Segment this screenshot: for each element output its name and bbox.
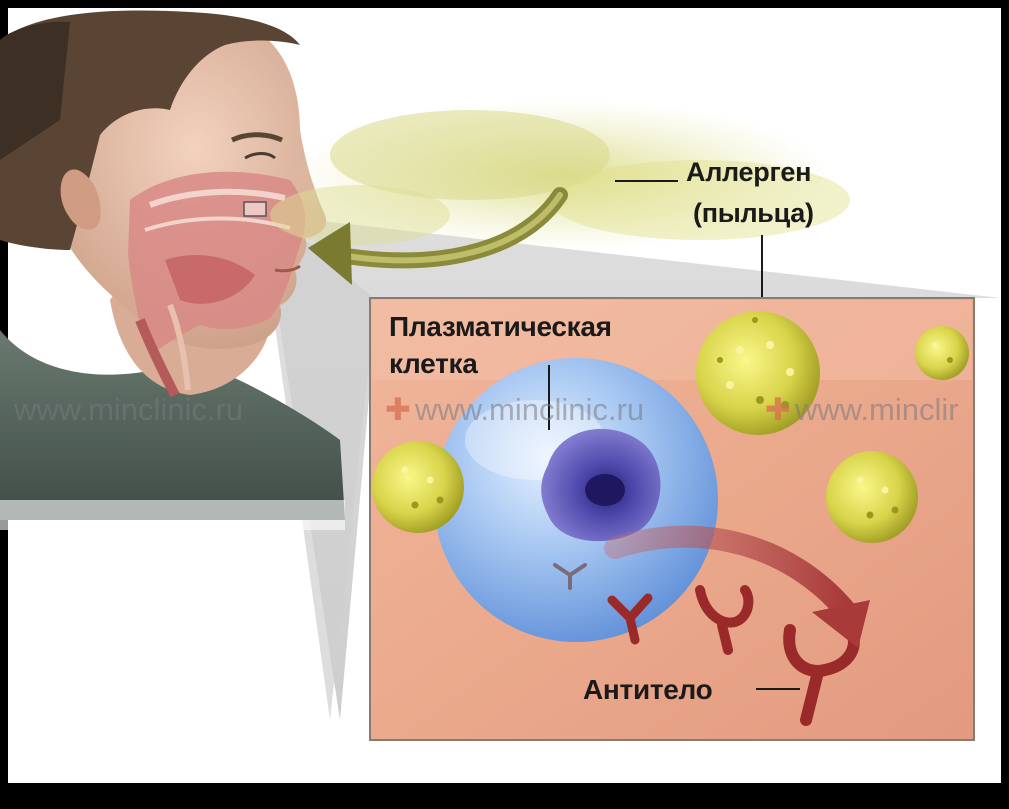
plasma-cell-label-line2: клетка <box>389 348 477 380</box>
zoom-box <box>244 202 266 216</box>
pollen-grain-icon <box>372 441 464 533</box>
watermark: ✚www.minclinic.ru <box>385 392 644 428</box>
allergen-label: Аллерген <box>686 157 811 188</box>
antibody-label: Антитело <box>583 674 712 706</box>
watermark: www.minclinic.ru <box>14 392 243 428</box>
watermark: ✚www.minclir <box>765 392 959 428</box>
pollen-label: (пыльца) <box>693 198 814 229</box>
pollen-grain-icon <box>915 326 969 380</box>
pollen-grain-icon <box>826 451 918 543</box>
plasma-cell-label-line1: Плазматическая <box>389 311 612 343</box>
